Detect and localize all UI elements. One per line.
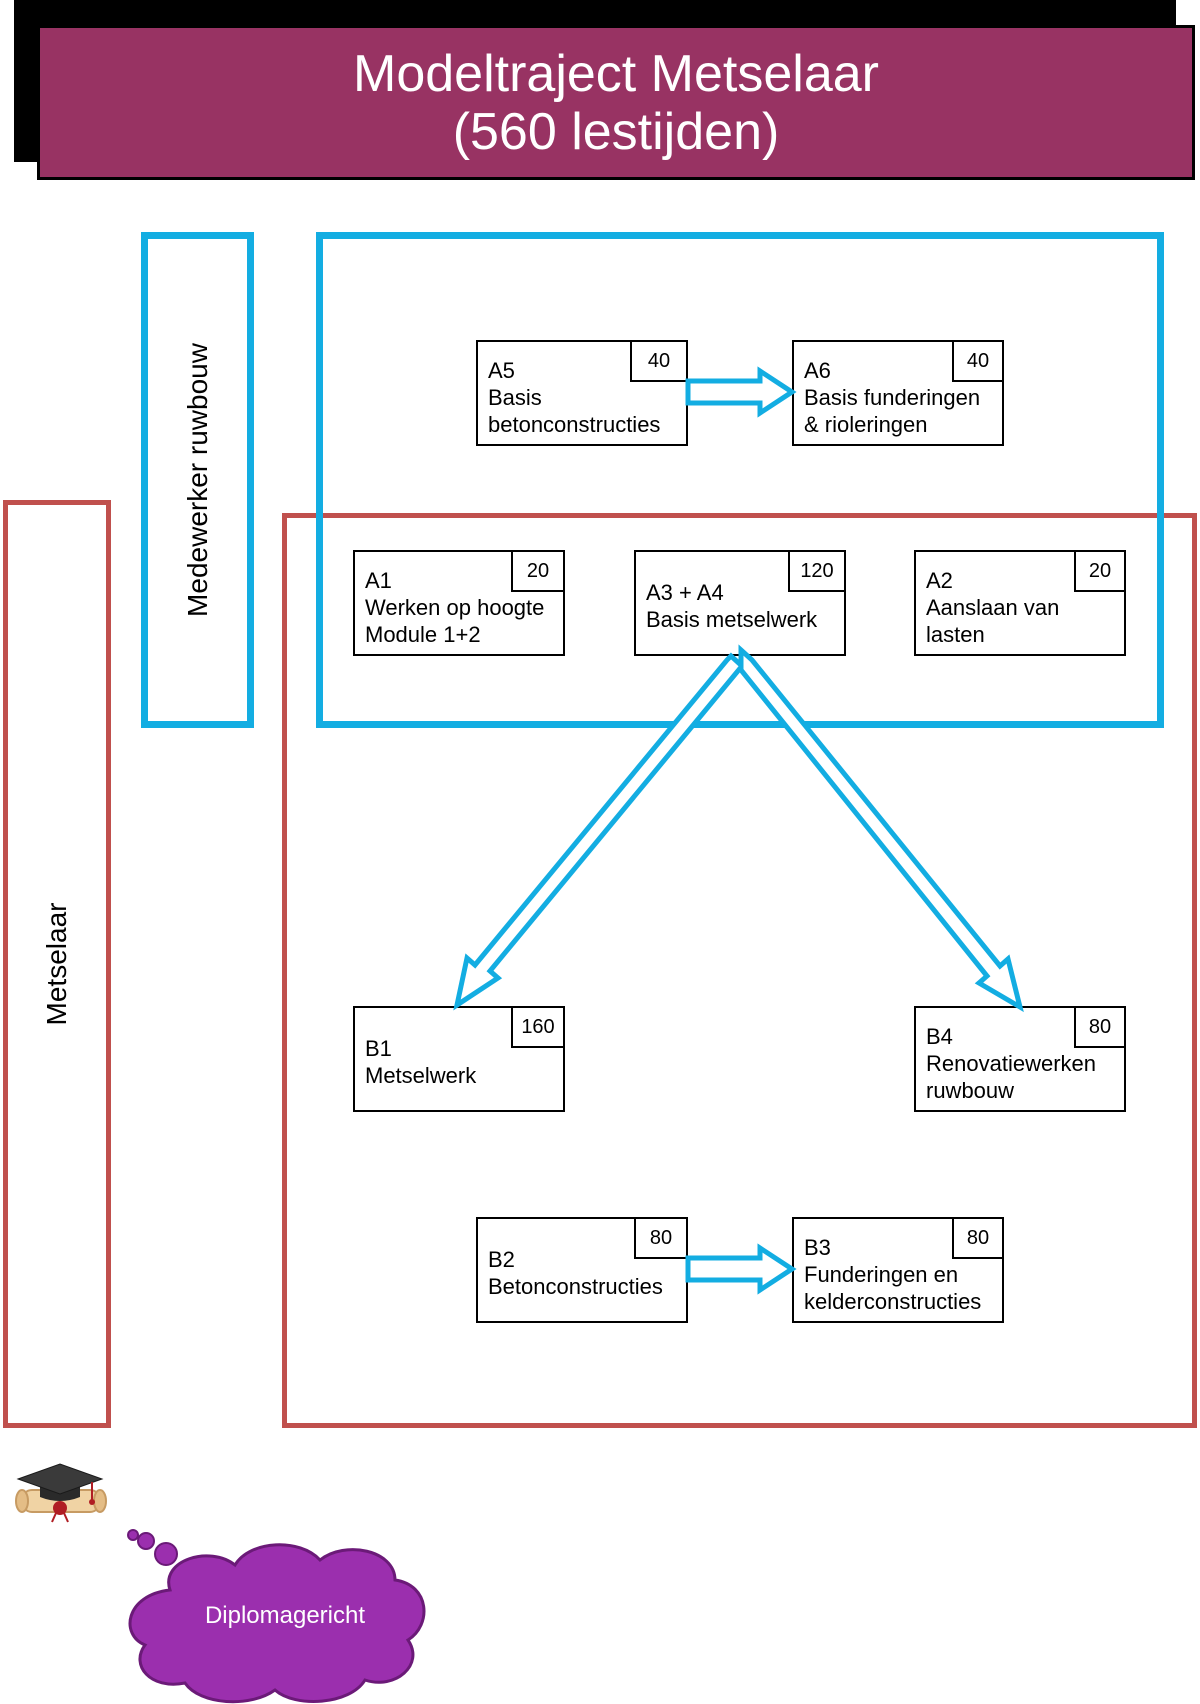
- medewerker-modules-frame: [316, 232, 1164, 728]
- thought-bubble-medium: [137, 1532, 155, 1550]
- module-hours: 20: [511, 550, 565, 592]
- thought-bubble-small: [127, 1529, 139, 1541]
- arrow-a5-to-a6: [685, 366, 797, 418]
- module-hours: 20: [1074, 550, 1126, 592]
- module-code: A5: [488, 358, 515, 383]
- diplomagericht-label: Diplomagericht: [204, 1602, 366, 1629]
- module-code: A3 + A4: [646, 580, 724, 605]
- module-b1: 160 B1 Metselwerk: [353, 1006, 565, 1112]
- module-code: B2: [488, 1247, 515, 1272]
- module-hours: 40: [630, 340, 688, 382]
- module-hours: 80: [634, 1217, 688, 1259]
- graduation-cap-diploma-icon: [15, 1463, 107, 1523]
- module-hours: 120: [788, 550, 846, 592]
- metselaar-modules-frame: [282, 513, 1197, 1428]
- module-name: Betonconstructies: [488, 1274, 663, 1299]
- arrow-a3a4-to-b4: [738, 644, 1024, 1013]
- module-a5: 40 A5 Basis betonconstructies: [476, 340, 688, 446]
- module-hours: 80: [1074, 1006, 1126, 1048]
- module-b4: 80 B4 Renovatiewerken ruwbouw: [914, 1006, 1126, 1112]
- module-hours: 160: [511, 1006, 565, 1048]
- module-hours: 40: [952, 340, 1004, 382]
- module-b2: 80 B2 Betonconstructies: [476, 1217, 688, 1323]
- module-code: B1: [365, 1036, 392, 1061]
- module-name: Aanslaan van lasten: [926, 595, 1060, 647]
- title-line-2: (560 lestijden): [452, 102, 780, 161]
- title-banner: Modeltraject Metselaar (560 lestijden): [37, 25, 1195, 180]
- module-name: Basis metselwerk: [646, 607, 818, 632]
- arrow-a3a4-to-b1: [453, 652, 746, 1011]
- module-name: Renovatiewerken ruwbouw: [926, 1051, 1096, 1103]
- module-a6: 40 A6 Basis funderingen & rioleringen: [792, 340, 1004, 446]
- module-name: Werken op hoogte Module 1+2: [365, 595, 545, 647]
- module-name: Funderingen en kelderconstructies: [804, 1262, 982, 1314]
- module-code: A2: [926, 568, 953, 593]
- diploma-cloud: [128, 1543, 426, 1704]
- module-name: Basis funderingen & rioleringen: [804, 385, 981, 437]
- module-b3: 80 B3 Funderingen en kelderconstructies: [792, 1217, 1004, 1323]
- module-name: Metselwerk: [365, 1063, 477, 1088]
- metselaar-label-frame: Metselaar: [3, 500, 111, 1428]
- module-code: B3: [804, 1235, 831, 1260]
- module-code: B4: [926, 1024, 953, 1049]
- module-a3-a4: 120 A3 + A4 Basis metselwerk: [634, 550, 846, 656]
- module-code: A6: [804, 358, 831, 383]
- arrow-b2-to-b3: [685, 1243, 797, 1295]
- module-code: A1: [365, 568, 392, 593]
- module-a2: 20 A2 Aanslaan van lasten: [914, 550, 1126, 656]
- thought-bubble-large: [154, 1542, 178, 1566]
- title-line-1: Modeltraject Metselaar: [353, 44, 879, 103]
- module-hours: 80: [952, 1217, 1004, 1259]
- medewerker-label-frame: Medewerker ruwbouw: [141, 232, 254, 728]
- module-a1: 20 A1 Werken op hoogte Module 1+2: [353, 550, 565, 656]
